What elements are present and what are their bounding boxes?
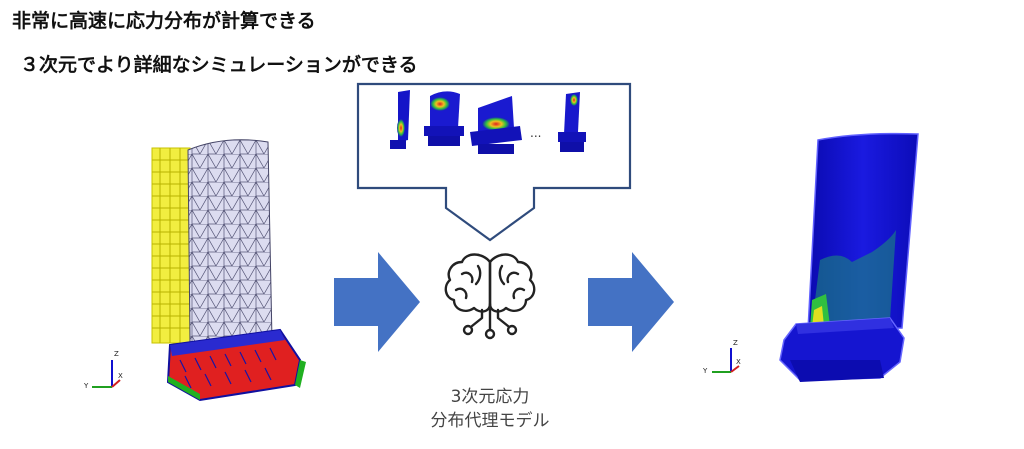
axis-label-y-right: Y	[703, 367, 708, 375]
blade-mesh	[187, 139, 273, 343]
training-examples-callout	[356, 82, 632, 242]
fe-mesh-model	[151, 139, 306, 402]
thumbnail-blade-2	[424, 91, 464, 146]
mesh-base-constraints	[166, 328, 306, 402]
axes-triad-right	[712, 348, 740, 373]
fixed-support-markers	[151, 147, 191, 344]
thumbnail-blade-1	[390, 90, 410, 149]
thumbnail-ellipsis: ...	[530, 126, 542, 140]
stress-result-model	[779, 132, 919, 382]
model-caption-line1: 3次元応力	[450, 387, 530, 407]
axis-label-y-left: Y	[84, 382, 89, 390]
flow-arrow-right	[588, 252, 674, 352]
axis-label-x-left: X	[118, 372, 123, 380]
headline-detailed-3d-simulation: ３次元でより詳細なシミュレーションができる	[20, 54, 418, 76]
brain-circuit-icon	[444, 253, 536, 340]
flow-arrow-left	[334, 252, 420, 352]
axis-label-z-left: Z	[114, 350, 119, 358]
thumbnail-blade-3	[470, 96, 522, 154]
axes-triad-left	[92, 360, 121, 388]
headline-fast-computation: 非常に高速に応力分布が計算できる	[12, 10, 316, 32]
axis-label-z-right: Z	[733, 339, 738, 347]
model-caption-line2: 分布代理モデル	[430, 411, 550, 431]
thumbnail-blade-4	[558, 92, 586, 152]
axis-label-x-right: X	[736, 358, 741, 366]
